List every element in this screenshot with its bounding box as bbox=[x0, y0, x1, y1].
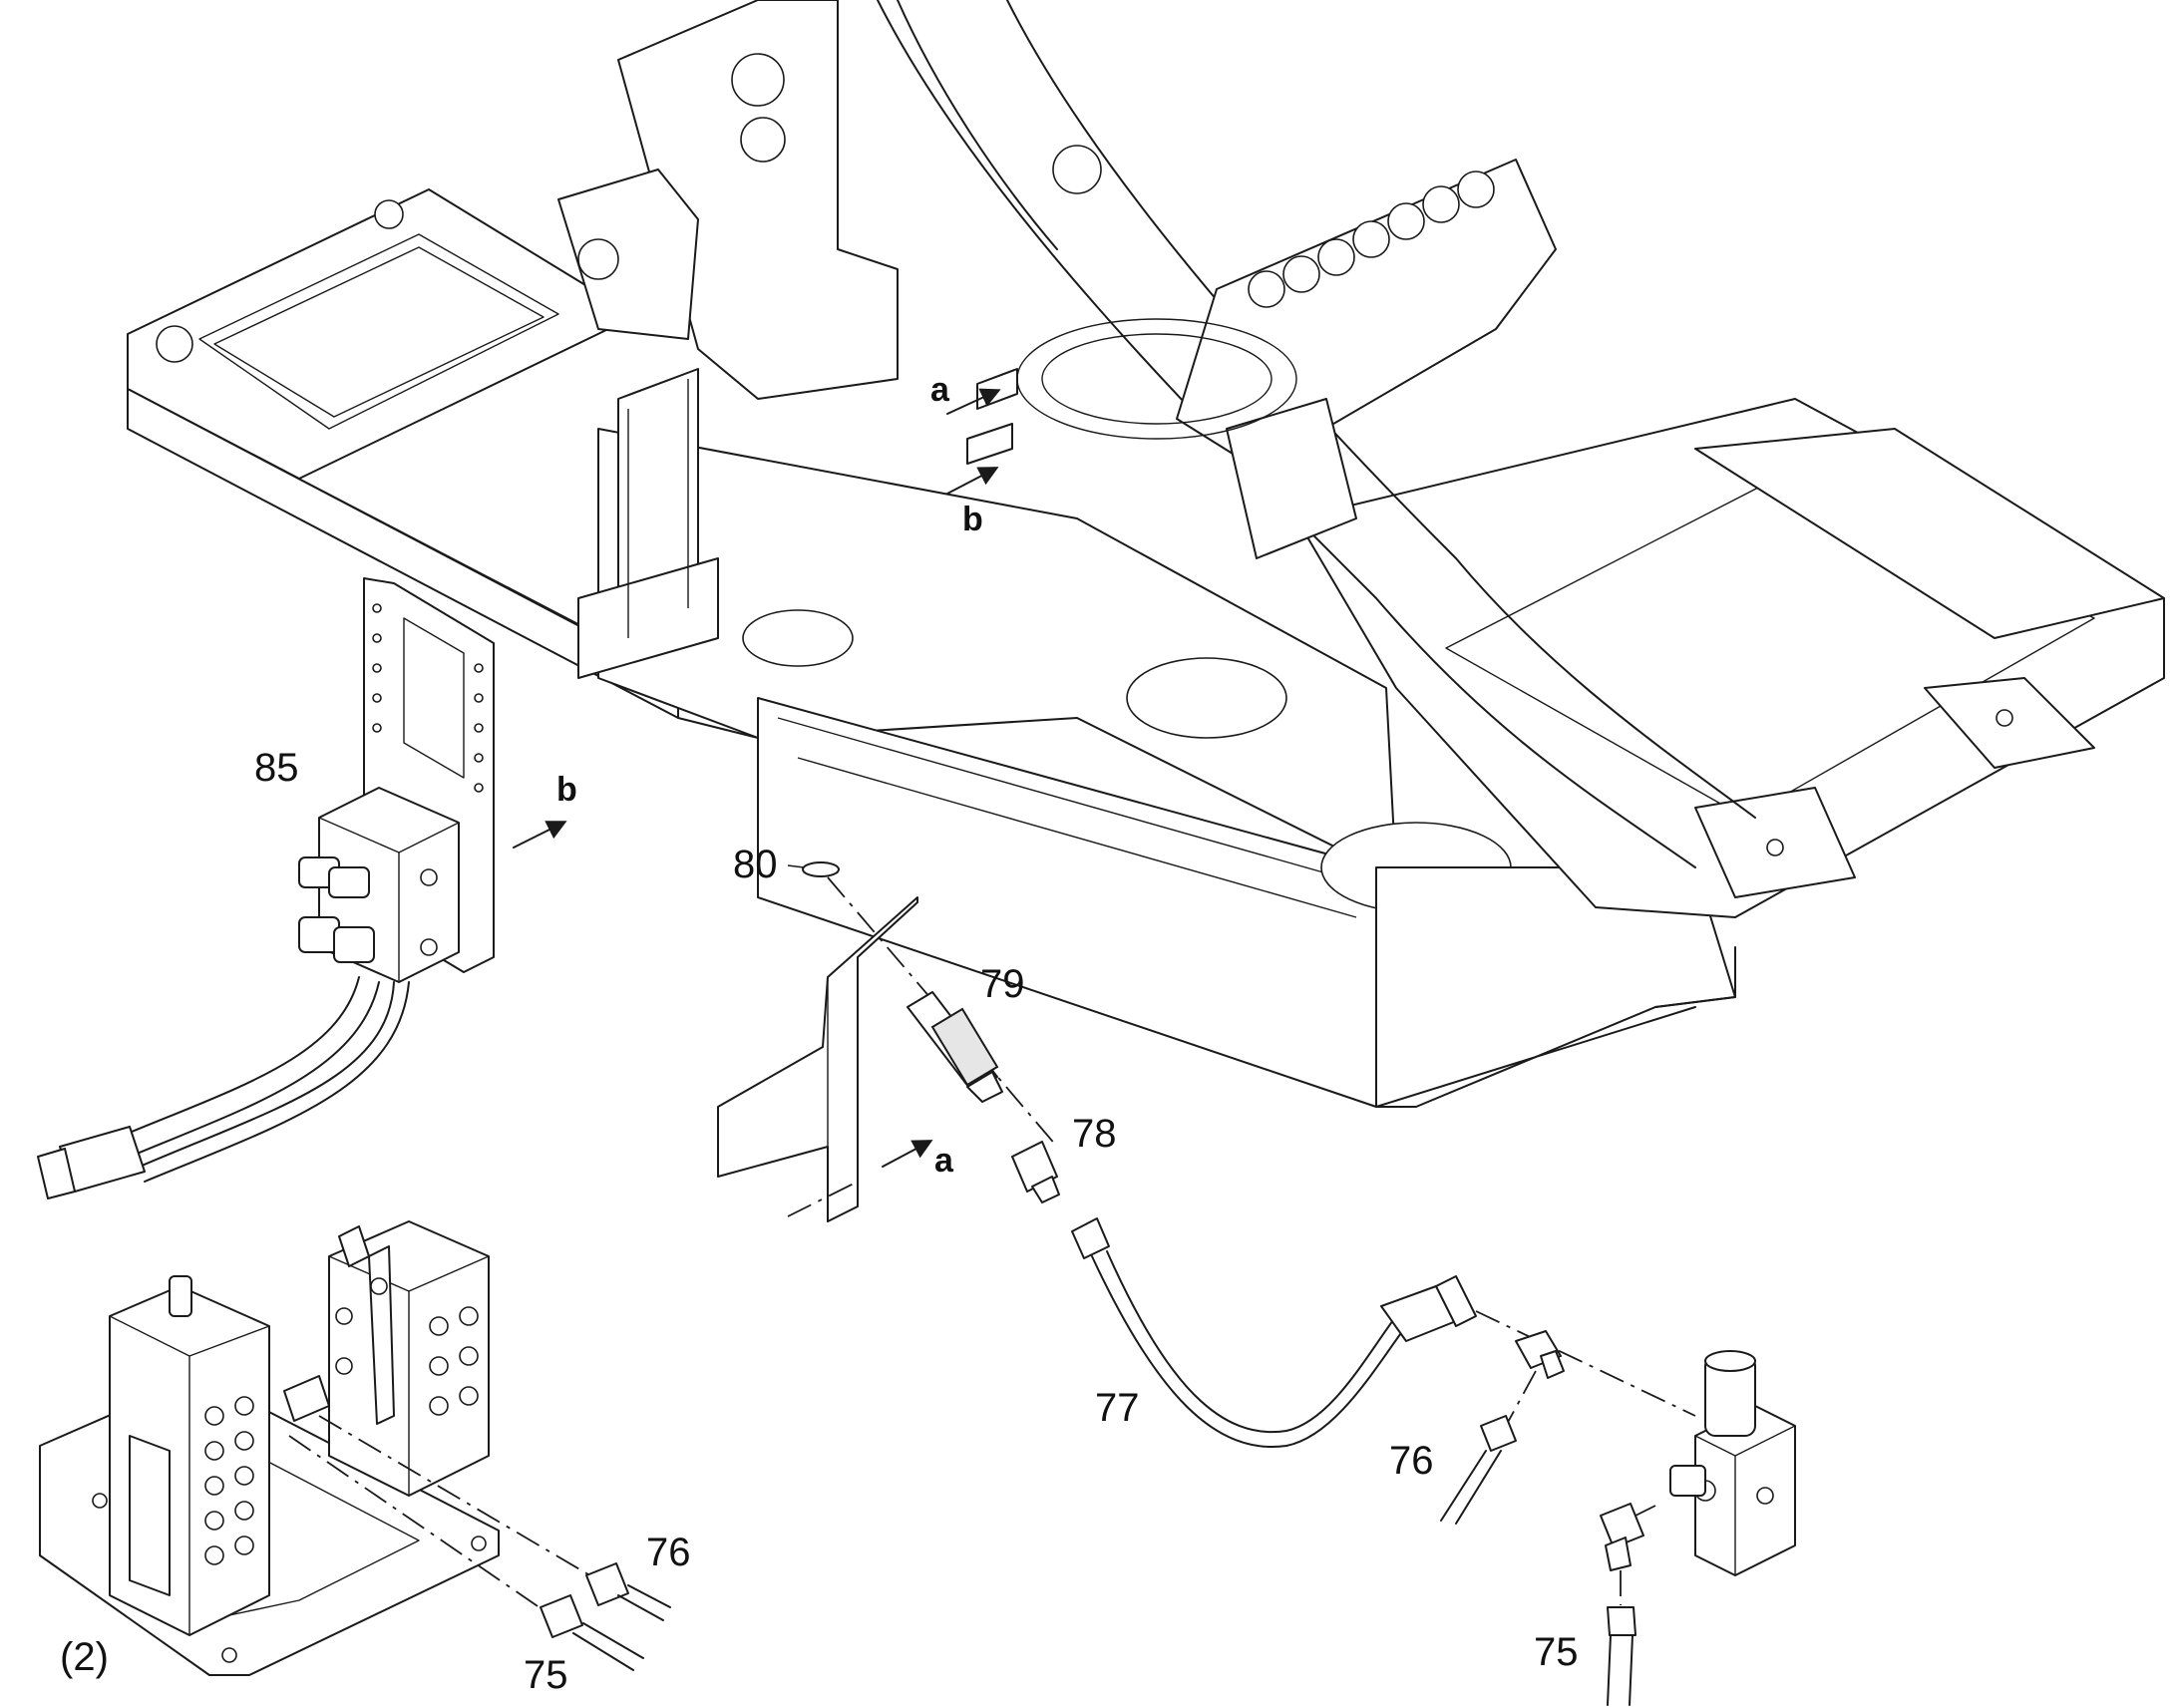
callout-79: 79 bbox=[980, 962, 1025, 1006]
callout-75-right: 75 bbox=[1534, 1630, 1579, 1674]
view-label-b-valve: b bbox=[556, 771, 577, 809]
manifold-cylinders bbox=[1248, 171, 1495, 308]
view-label-b-top: b bbox=[962, 501, 983, 538]
adapter-78 bbox=[1011, 1141, 1060, 1203]
hose-stub-75-right bbox=[1607, 1606, 1636, 1706]
plate-holes bbox=[372, 603, 484, 793]
view-arrow-b-top bbox=[946, 467, 999, 495]
valve-assembly-85 bbox=[37, 577, 495, 1199]
callout-75-left: 75 bbox=[524, 1653, 568, 1697]
view-label-a-top: a bbox=[930, 371, 950, 409]
washer-80 bbox=[802, 861, 840, 877]
elbow-fitting bbox=[1600, 1503, 1644, 1571]
callout-85: 85 bbox=[254, 746, 299, 790]
centerline-dv-upper bbox=[318, 1415, 599, 1581]
view-arrow-a-top bbox=[946, 388, 1001, 415]
hose-stub-76-left bbox=[585, 1562, 671, 1621]
left-block-ports bbox=[204, 1396, 254, 1565]
view-label-a-bracket: a bbox=[934, 1142, 954, 1180]
hose-stub-75-left bbox=[540, 1594, 644, 1671]
callout-76-left: 76 bbox=[646, 1531, 691, 1574]
view-arrow-a-bracket bbox=[882, 1140, 933, 1168]
centerline-bracket bbox=[787, 1181, 859, 1217]
tee-fitting bbox=[1515, 1330, 1565, 1379]
centerline-sensor bbox=[827, 876, 1058, 1148]
hose-77 bbox=[1071, 1217, 1477, 1449]
centerline-dv-lower bbox=[288, 1435, 545, 1611]
mounting-bracket bbox=[717, 896, 918, 1222]
callout-76-right: 76 bbox=[1389, 1439, 1434, 1483]
directional-valve-2 bbox=[39, 1220, 500, 1676]
pressure-switch-79 bbox=[907, 991, 1003, 1103]
callout-80: 80 bbox=[733, 843, 778, 886]
machine-frame bbox=[127, 0, 2165, 1108]
right-block-ports bbox=[335, 1306, 479, 1416]
callout-78: 78 bbox=[1072, 1112, 1117, 1156]
hose-stub-76-right bbox=[1440, 1415, 1517, 1525]
callout-2: (2) bbox=[60, 1635, 109, 1679]
control-valve-block bbox=[1669, 1350, 1796, 1576]
view-arrow-b-valve bbox=[513, 821, 567, 849]
leader-80 bbox=[787, 864, 805, 868]
centerline-hose bbox=[1475, 1310, 1696, 1417]
centerline-tee bbox=[1505, 1370, 1537, 1427]
callout-77: 77 bbox=[1095, 1386, 1140, 1430]
